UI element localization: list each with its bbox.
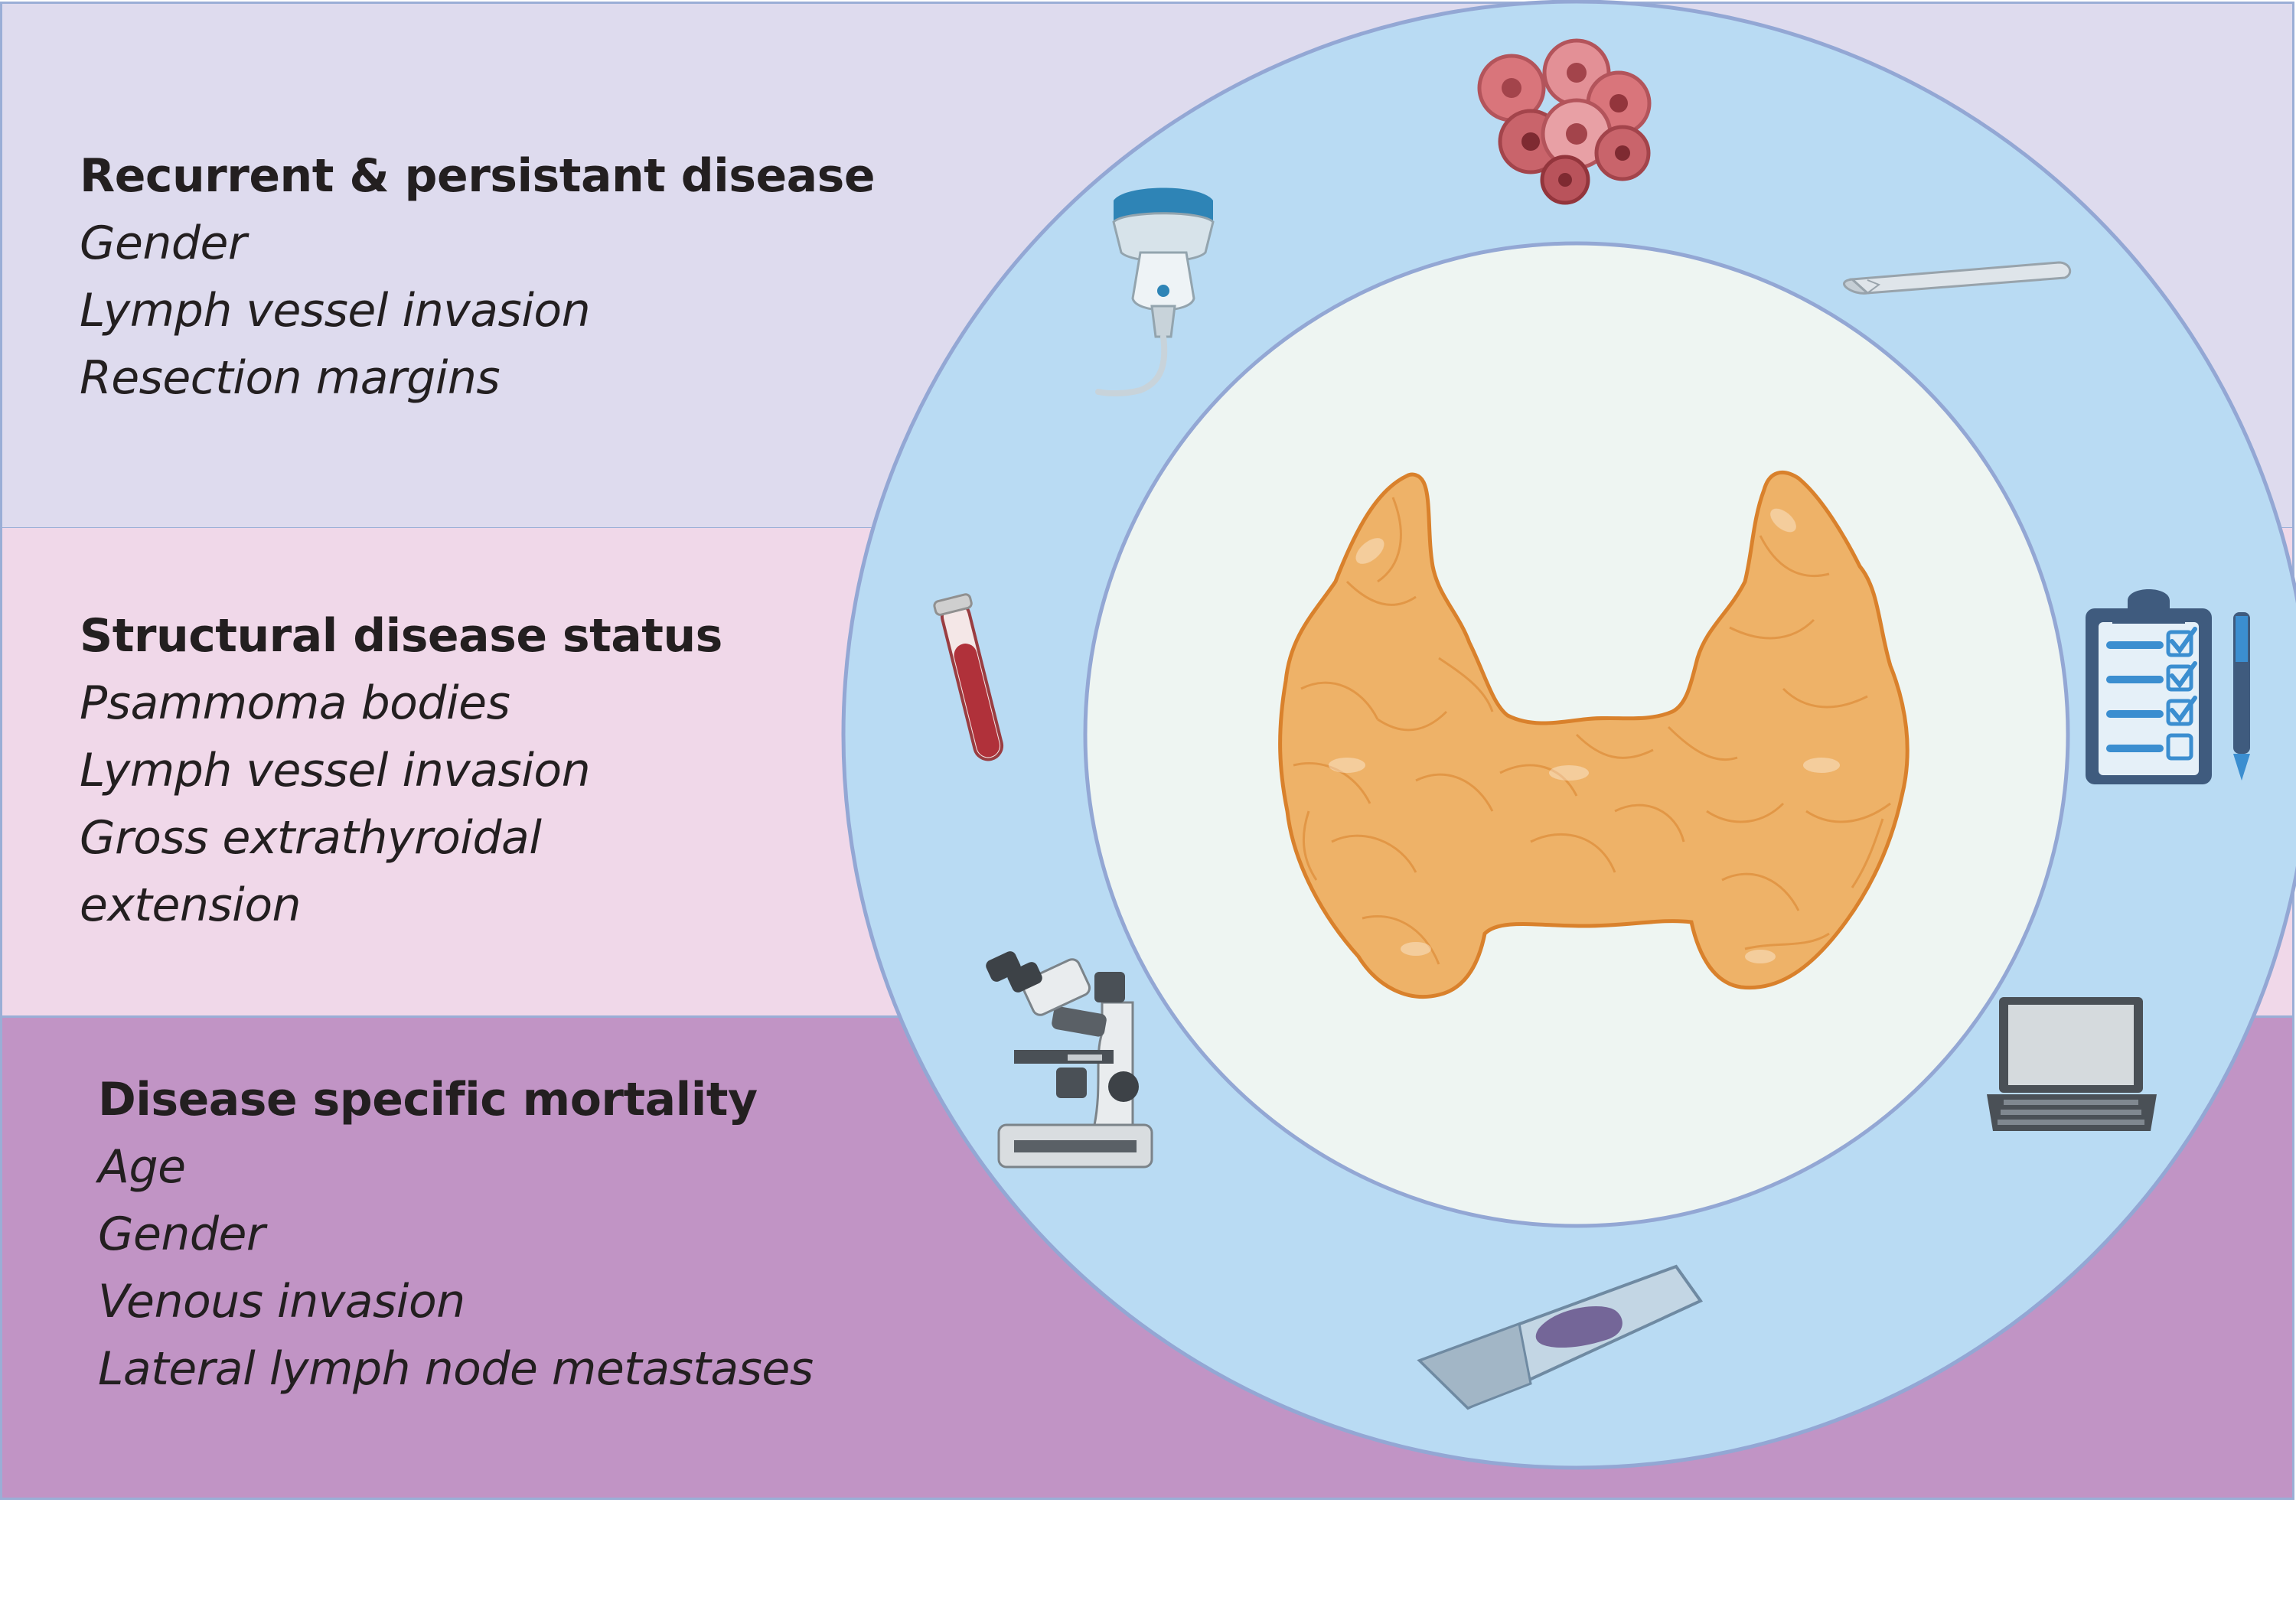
section-item: Gender (98, 1208, 266, 1261)
section-item: Venous invasion (98, 1275, 465, 1328)
tumor-cells-icon (1477, 38, 1652, 205)
ultrasound-probe-icon (1095, 187, 1215, 397)
section-item: Age (98, 1140, 186, 1194)
thyroid-gland-icon (1278, 471, 1910, 999)
microscope-icon (986, 951, 1153, 1169)
scalpel-icon (1843, 261, 2072, 295)
section-item: Psammoma bodies (80, 676, 510, 730)
section-item: Gross extrathyroidal (80, 811, 542, 865)
section-item: Lymph vessel invasion (80, 284, 591, 337)
section-heading: Recurrent & persistant disease (80, 149, 876, 203)
section-item: Lateral lymph node metastases (98, 1342, 814, 1396)
blood-tube-icon (933, 593, 1004, 761)
section-structural-status: Structural disease status Psammoma bodie… (80, 602, 722, 939)
clipboard-checklist-icon (2086, 589, 2212, 784)
section-disease-mortality: Disease specific mortality Age Gender Ve… (98, 1066, 814, 1403)
section-item: extension (80, 878, 302, 932)
section-heading: Structural disease status (80, 609, 722, 663)
section-heading: Disease specific mortality (98, 1073, 758, 1126)
section-item: Gender (80, 217, 247, 270)
pen-icon (2233, 612, 2250, 781)
section-item: Resection margins (80, 351, 501, 405)
section-recurrent-persistent: Recurrent & persistant disease Gender Ly… (80, 142, 876, 412)
section-item: Lymph vessel invasion (80, 744, 591, 797)
histology-slide-icon (1417, 1264, 1704, 1410)
laptop-icon (1987, 997, 2157, 1131)
